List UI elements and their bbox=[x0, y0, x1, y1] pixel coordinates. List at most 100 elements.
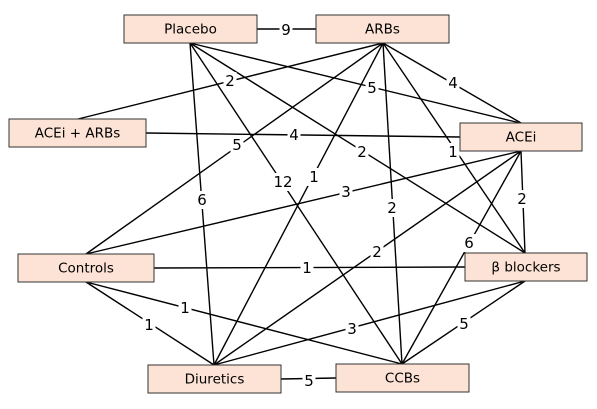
node-box bbox=[147, 364, 282, 394]
edge-label-arbs-controls: 5 bbox=[230, 136, 244, 154]
edge-label-text: 6 bbox=[464, 234, 474, 252]
node-ccbs: CCBs bbox=[335, 363, 470, 393]
node-label: β blockers bbox=[491, 260, 560, 276]
edge-label-background bbox=[302, 372, 316, 390]
node-box bbox=[123, 14, 258, 44]
node-box bbox=[335, 363, 470, 393]
edge-label-placebo-arbs: 9 bbox=[279, 21, 293, 39]
edge-label-acei-diuretics: 2 bbox=[370, 243, 384, 261]
edge-label-background bbox=[457, 315, 471, 333]
edge-label-placebo-beta-blockers: 2 bbox=[355, 143, 369, 161]
edge-label-text: 2 bbox=[517, 190, 527, 208]
edge-label-text: 12 bbox=[273, 173, 292, 191]
edge-label-acei-controls: 3 bbox=[339, 183, 353, 201]
edge-controls-ccbs bbox=[85, 281, 403, 365]
edge-placebo-acei bbox=[189, 42, 521, 124]
edge-label-text: 5 bbox=[459, 315, 469, 333]
edge-label-text: 3 bbox=[341, 183, 351, 201]
edge-label-background bbox=[339, 183, 353, 201]
edge-label-placebo-diuretics: 6 bbox=[195, 191, 209, 209]
edge-label-controls-beta-blockers: 1 bbox=[300, 259, 314, 277]
edge-acei-ccbs bbox=[401, 150, 522, 365]
edge-label-text: 3 bbox=[347, 320, 357, 338]
edge-label-text: 1 bbox=[144, 316, 154, 334]
edge-label-background bbox=[287, 126, 301, 144]
edge-label-background bbox=[300, 259, 314, 277]
edge-label-arbs-beta-blockers: 1 bbox=[446, 143, 460, 161]
node-box bbox=[17, 253, 155, 283]
edge-label-background bbox=[279, 21, 293, 39]
edge-label-arbs-ccbs: 2 bbox=[385, 199, 399, 217]
edge-label-beta-blockers-diuretics: 3 bbox=[345, 320, 359, 338]
edge-acei-arbs-acei bbox=[145, 132, 461, 138]
edge-label-arbs-diuretics: 1 bbox=[307, 168, 321, 186]
edge-label-background bbox=[142, 316, 156, 334]
node-box bbox=[315, 14, 450, 44]
node-box bbox=[464, 252, 588, 282]
node-box bbox=[8, 118, 147, 148]
edge-label-text: 1 bbox=[309, 168, 319, 186]
edge-label-acei-ccbs: 6 bbox=[462, 234, 476, 252]
edge-acei-diuretics bbox=[213, 150, 522, 366]
node-label: ACEi + ARBs bbox=[35, 126, 121, 142]
edge-label-text: 2 bbox=[225, 72, 235, 90]
edge-label-placebo-ccbs: 12 bbox=[272, 173, 294, 191]
edge-label-background bbox=[515, 190, 529, 208]
edge-label-text: 4 bbox=[289, 126, 299, 144]
edge-acei-controls bbox=[85, 150, 522, 255]
edge-label-text: 5 bbox=[232, 136, 242, 154]
edge-label-background bbox=[385, 199, 399, 217]
edge-label-text: 1 bbox=[448, 143, 458, 161]
edge-label-text: 1 bbox=[302, 259, 312, 277]
edge-label-background bbox=[462, 234, 476, 252]
edge-label-background bbox=[365, 79, 379, 97]
node-arbs: ARBs bbox=[315, 14, 450, 44]
edge-label-background bbox=[370, 243, 384, 261]
node-beta-blockers: β blockers bbox=[464, 252, 588, 282]
edge-label-arbs-acei: 4 bbox=[446, 74, 460, 92]
node-controls: Controls bbox=[17, 253, 155, 283]
edge-label-background bbox=[345, 320, 359, 338]
node-label: Placebo bbox=[164, 22, 217, 38]
node-label: ACEi bbox=[506, 130, 537, 146]
edge-label-placebo-acei: 5 bbox=[365, 79, 379, 97]
node-acei: ACEi bbox=[459, 122, 583, 152]
edge-label-text: 2 bbox=[387, 199, 397, 217]
edge-beta-blockers-diuretics bbox=[213, 280, 526, 366]
edge-label-controls-diuretics: 1 bbox=[142, 316, 156, 334]
node-label: Controls bbox=[58, 261, 114, 277]
edge-label-beta-blockers-ccbs: 5 bbox=[457, 315, 471, 333]
edge-label-background bbox=[272, 173, 294, 191]
edge-label-background bbox=[178, 299, 192, 317]
edge-label-text: 9 bbox=[281, 21, 291, 39]
edge-label-arbs-acei-arbs: 2 bbox=[223, 72, 237, 90]
edge-label-controls-ccbs: 1 bbox=[178, 299, 192, 317]
edge-label-diuretics-ccbs: 5 bbox=[302, 372, 316, 390]
edge-label-text: 5 bbox=[304, 372, 314, 390]
edge-label-text: 1 bbox=[180, 299, 190, 317]
edge-label-text: 4 bbox=[448, 74, 458, 92]
edge-label-background bbox=[446, 143, 460, 161]
node-label: CCBs bbox=[385, 371, 420, 387]
edge-label-text: 2 bbox=[372, 243, 382, 261]
edge-label-background bbox=[195, 191, 209, 209]
edge-label-text: 5 bbox=[367, 79, 377, 97]
edge-label-background bbox=[307, 168, 321, 186]
edge-label-acei-beta-blockers: 2 bbox=[515, 190, 529, 208]
edge-label-text: 2 bbox=[357, 143, 367, 161]
node-acei-arbs: ACEi + ARBs bbox=[8, 118, 147, 148]
edge-label-background bbox=[230, 136, 244, 154]
edge-label-text: 6 bbox=[197, 191, 207, 209]
edge-label-background bbox=[223, 72, 237, 90]
edge-label-background bbox=[355, 143, 369, 161]
edge-placebo-ccbs bbox=[189, 42, 403, 365]
node-box bbox=[459, 122, 583, 152]
edge-label-background bbox=[446, 74, 460, 92]
node-label: ARBs bbox=[365, 22, 400, 38]
node-label: Diuretics bbox=[185, 372, 245, 388]
node-placebo: Placebo bbox=[123, 14, 258, 44]
node-diuretics: Diuretics bbox=[147, 364, 282, 394]
